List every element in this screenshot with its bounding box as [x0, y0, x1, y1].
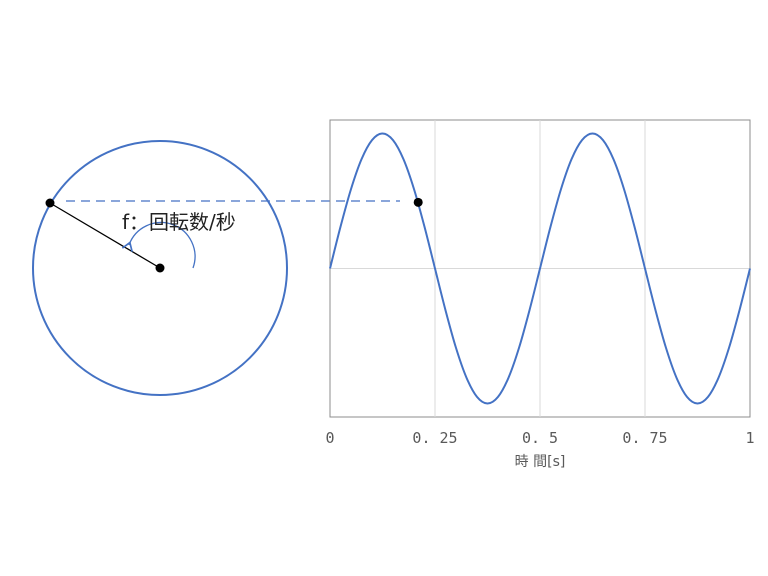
radius-line [49, 202, 161, 269]
x-tick-label: 0. 25 [412, 429, 457, 447]
rotation-circle [32, 140, 288, 396]
x-tick-label: 1 [745, 429, 754, 447]
x-tick-label: 0 [325, 429, 334, 447]
highlight-point [413, 197, 423, 207]
x-axis-label: 時 間[s] [515, 454, 566, 470]
sine-series-line [329, 132, 751, 405]
center-point [155, 263, 165, 273]
sine-chart: 0 0. 25 0. 5 0. 75 1 時 間[s] [325, 119, 755, 470]
rotation-arrow [121, 221, 196, 269]
x-tick-label: 0. 5 [522, 429, 558, 447]
rotating-point [45, 198, 55, 208]
rotation-label: f：回転数/秒 [122, 210, 236, 234]
x-tick-label: 0. 75 [622, 429, 667, 447]
